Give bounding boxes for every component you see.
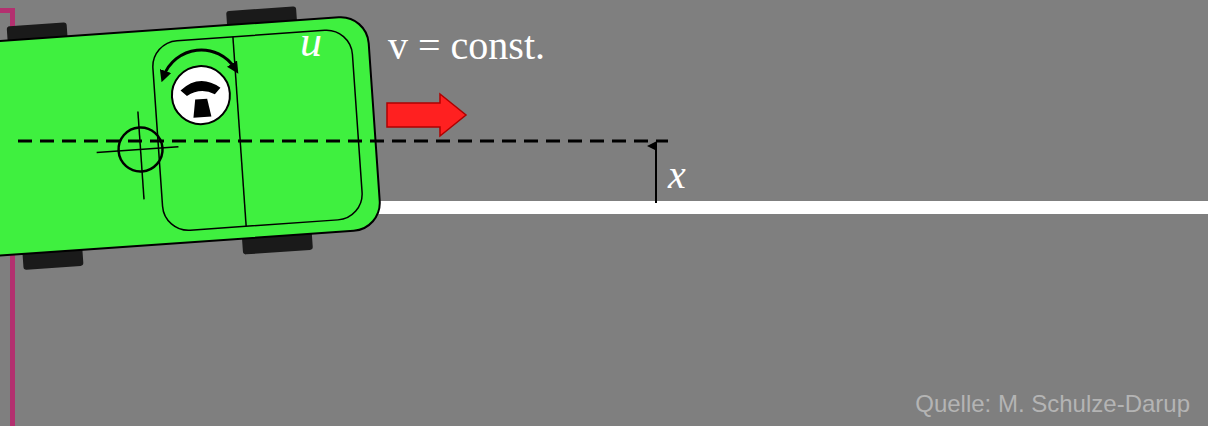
steering-input-label: u [300, 20, 322, 64]
offset-label: x [668, 155, 686, 195]
source-note: Quelle: M. Schulze-Darup [915, 392, 1190, 416]
velocity-label: v = const. [388, 26, 545, 66]
